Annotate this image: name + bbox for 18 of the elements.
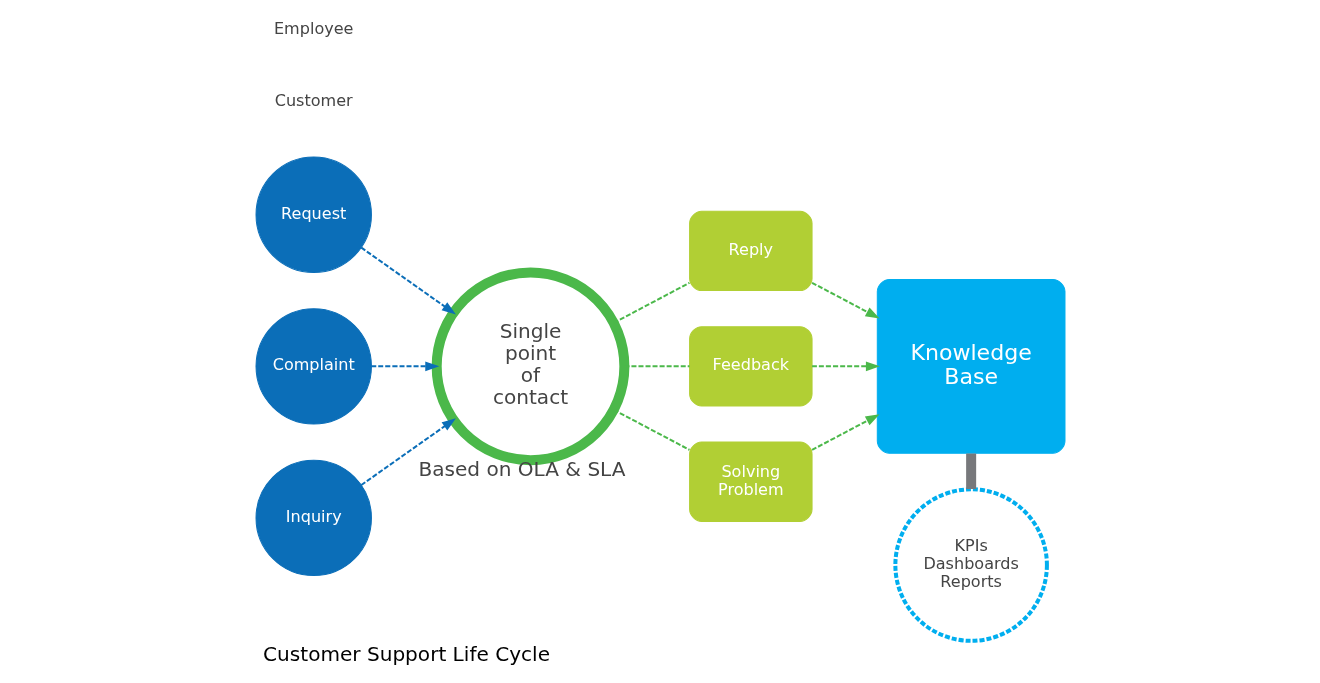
arrow [360,246,456,315]
node-box: Knowledge Base [876,279,1065,454]
node-circle: Inquiry [255,459,372,577]
label: Customer [274,91,353,111]
node-circle: Complaint [255,308,372,425]
label: Employee [273,18,353,38]
arrow [360,418,456,486]
connector [965,453,976,489]
node-box: Feedback [688,326,813,407]
diagram-title: Customer Support Life Cycle [262,641,550,666]
node-circle: Request [255,156,372,273]
node-box: Solving Problem [688,441,813,522]
arrow [811,281,880,319]
arrow [811,361,880,372]
node-box: Reply [688,210,813,292]
node-circle: KPIs Dashboards Reports [892,487,1049,643]
arrow [370,361,439,372]
arrow [811,414,880,451]
